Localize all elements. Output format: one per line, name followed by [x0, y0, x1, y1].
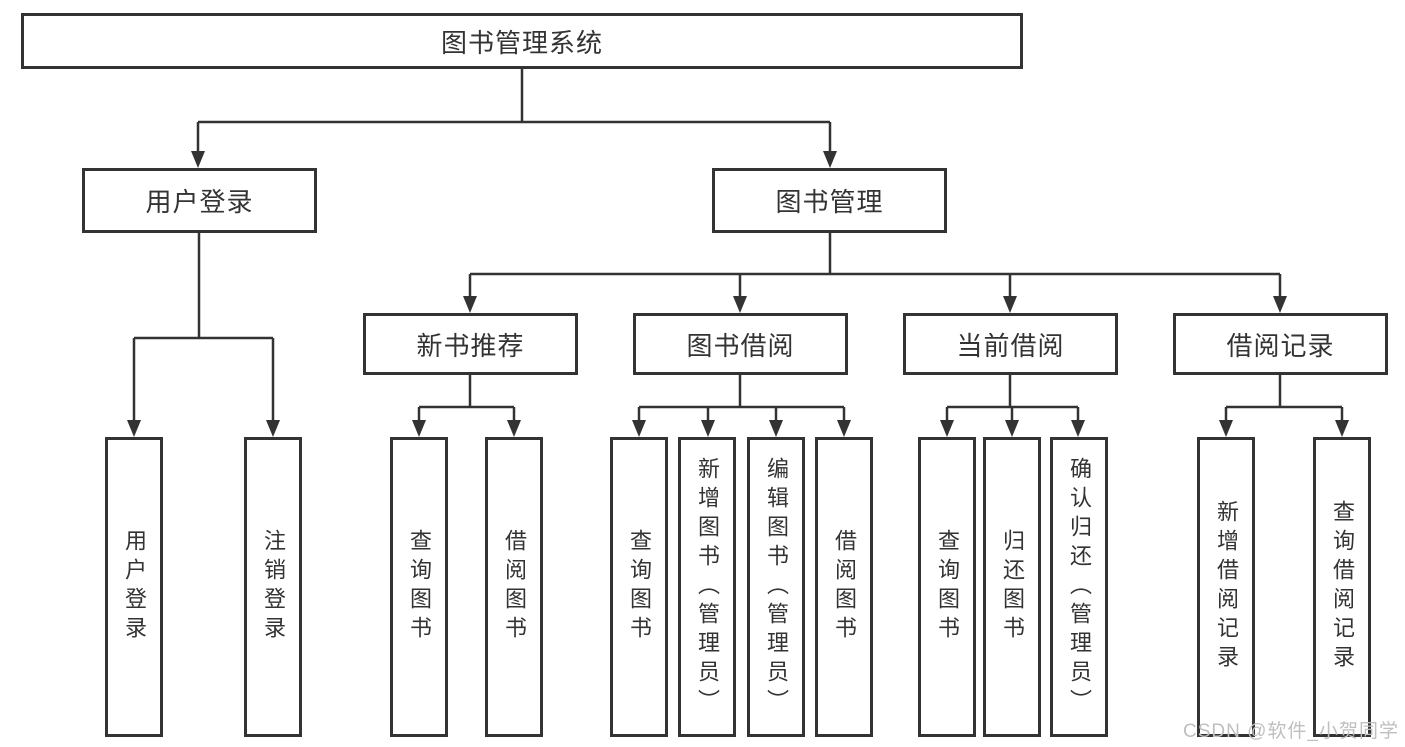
- arrow-icon: [507, 420, 521, 437]
- node-label: 用户登录: [122, 529, 147, 645]
- arrow-icon: [1219, 420, 1233, 437]
- connector-user-login-split: [132, 233, 275, 422]
- node-label: 图书借阅: [686, 330, 795, 361]
- node-label: 查询借阅记录: [1330, 500, 1355, 674]
- node-label: 查询图书: [627, 529, 652, 645]
- node-label: 图书管理系统: [440, 27, 603, 58]
- connector-root-split: [196, 69, 832, 153]
- node-label: 确认归还（管理员）: [1067, 456, 1092, 718]
- node-user-login: 用户登录: [82, 168, 317, 233]
- node-label: 注销登录: [261, 529, 286, 645]
- arrow-icon: [1003, 296, 1017, 313]
- node-leaf-query-borrow-record: 查询借阅记录: [1313, 437, 1371, 737]
- node-label: 查询图书: [935, 529, 960, 645]
- arrow-icon: [191, 151, 205, 168]
- arrow-icon: [823, 151, 837, 168]
- arrow-icon: [1005, 420, 1019, 437]
- node-label: 借阅图书: [502, 529, 527, 645]
- arrow-icon: [837, 420, 851, 437]
- node-leaf-return-books: 归还图书: [983, 437, 1041, 737]
- arrow-icon: [1335, 420, 1349, 437]
- connector-records-split: [1224, 375, 1344, 422]
- node-leaf-borrow-books: 借阅图书: [815, 437, 873, 737]
- connector-current-split: [945, 375, 1080, 422]
- arrow-icon: [940, 420, 954, 437]
- node-leaf-query-books-borrow: 查询图书: [610, 437, 668, 737]
- node-leaf-add-borrow-record: 新增借阅记录: [1197, 437, 1255, 737]
- node-label: 图书管理: [775, 187, 884, 217]
- node-label: 借阅图书: [832, 529, 857, 645]
- node-leaf-confirm-return-admin: 确认归还（管理员）: [1050, 437, 1108, 737]
- arrow-icon: [266, 420, 280, 437]
- node-label: 查询图书: [407, 529, 432, 645]
- node-label: 归还图书: [1000, 529, 1025, 645]
- arrow-icon: [769, 420, 783, 437]
- arrow-icon: [1273, 296, 1287, 313]
- node-leaf-add-books-admin: 新增图书（管理员）: [678, 437, 736, 737]
- node-leaf-borrow-books-recommend: 借阅图书: [485, 437, 543, 737]
- node-borrow-records: 借阅记录: [1173, 313, 1388, 375]
- node-leaf-edit-books-admin: 编辑图书（管理员）: [747, 437, 805, 737]
- node-book-borrow: 图书借阅: [633, 313, 848, 375]
- csdn-watermark: CSDN @软件_小贺同学: [1183, 721, 1399, 742]
- node-leaf-logout: 注销登录: [244, 437, 302, 737]
- node-label: 新增借阅记录: [1214, 500, 1239, 674]
- arrow-icon: [632, 420, 646, 437]
- node-book-management: 图书管理: [712, 168, 947, 233]
- node-leaf-user-login: 用户登录: [105, 437, 163, 737]
- node-label: 新增图书（管理员）: [695, 456, 720, 718]
- node-leaf-query-books-current: 查询图书: [918, 437, 976, 737]
- arrow-icon: [463, 296, 477, 313]
- arrow-icon: [733, 296, 747, 313]
- node-new-book-recommend: 新书推荐: [363, 313, 578, 375]
- node-library-system: 图书管理系统: [21, 13, 1023, 69]
- arrow-icon: [127, 420, 141, 437]
- arrow-icon: [701, 420, 715, 437]
- connector-recommend-split: [417, 375, 516, 422]
- connector-borrow-split: [637, 375, 846, 422]
- node-label: 当前借阅: [956, 330, 1065, 361]
- node-label: 用户登录: [145, 187, 254, 217]
- node-label: 借阅记录: [1226, 330, 1335, 361]
- node-current-borrow: 当前借阅: [903, 313, 1118, 375]
- arrow-icon: [1071, 420, 1085, 437]
- arrowheads: [127, 151, 1349, 437]
- node-label: 编辑图书（管理员）: [764, 456, 789, 718]
- node-leaf-query-books-recommend: 查询图书: [390, 437, 448, 737]
- arrow-icon: [412, 420, 426, 437]
- connector-book-mgmt-split: [468, 233, 1282, 298]
- node-label: 新书推荐: [416, 330, 525, 361]
